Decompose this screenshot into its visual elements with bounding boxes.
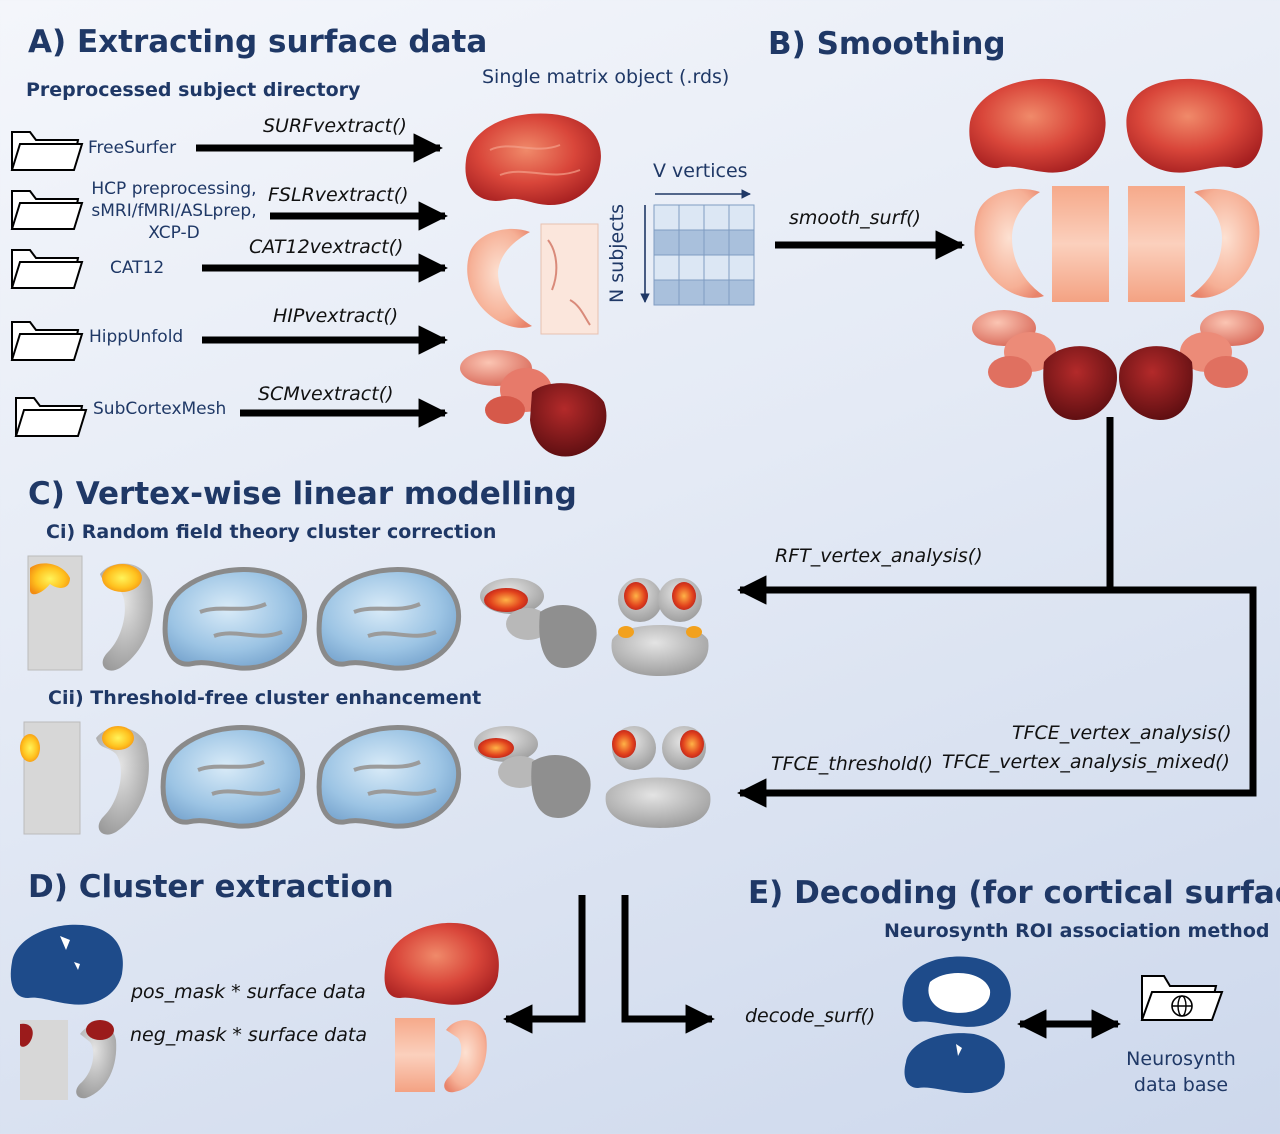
folder-label-freesurfer: FreeSurfer bbox=[88, 138, 176, 158]
function-surfvextract: SURFvextract() bbox=[263, 115, 407, 137]
function-rft-vertex-analysis: RFT_vertex_analysis() bbox=[775, 545, 983, 567]
function-tfce-threshold: TFCE_threshold() bbox=[771, 753, 933, 775]
globe-folder-icon bbox=[1142, 976, 1222, 1020]
pos-mask-cortex bbox=[11, 925, 123, 1005]
function-scmvextract: SCMvextract() bbox=[258, 383, 394, 405]
folder-icon bbox=[12, 191, 82, 229]
tfce-flatmap bbox=[20, 722, 80, 834]
function-smooth-surf: smooth_surf() bbox=[789, 207, 921, 229]
rft-flatmap bbox=[28, 556, 82, 670]
section-d-title: D) Cluster extraction bbox=[28, 869, 394, 905]
matrix-cell bbox=[729, 230, 754, 255]
rft-subcortex-top bbox=[611, 578, 708, 676]
smoothed-hippocampus-left bbox=[975, 189, 1044, 298]
smoothed-flatmap-left bbox=[1052, 186, 1109, 302]
matrix-cell bbox=[729, 205, 754, 230]
section-b-title: B) Smoothing bbox=[768, 26, 1006, 62]
neg-mask-hippocampus bbox=[76, 1020, 116, 1098]
function-tfce-vertex-analysis: TFCE_vertex_analysis() bbox=[1012, 722, 1232, 744]
function-cat12vextract: CAT12vextract() bbox=[249, 236, 403, 258]
smoothed-subcortex-left bbox=[972, 310, 1117, 420]
neg-mask-result-flatmap bbox=[395, 1018, 435, 1092]
cortex-surface-red bbox=[465, 113, 600, 205]
directory-label: Preprocessed subject directory bbox=[26, 79, 360, 101]
matrix-cell bbox=[654, 230, 679, 255]
folder-label-cat12: CAT12 bbox=[110, 258, 164, 278]
tfce-cortex-left bbox=[163, 727, 302, 826]
matrix-cell bbox=[654, 280, 679, 305]
neg-mask-flatmap bbox=[20, 1020, 68, 1100]
pos-mask-label: pos_mask * surface data bbox=[131, 981, 366, 1003]
folder-icon bbox=[12, 250, 82, 288]
rft-subcortex-side bbox=[480, 578, 597, 668]
subcortex-surface bbox=[460, 350, 606, 457]
rft-cortex-left bbox=[165, 569, 304, 668]
function-tfce-vertex-analysis-mixed: TFCE_vertex_analysis_mixed() bbox=[942, 751, 1230, 773]
neurosynth-method-label: Neurosynth ROI association method bbox=[884, 920, 1269, 942]
tfce-subcortex-side bbox=[474, 726, 591, 818]
matrix-cell bbox=[704, 205, 729, 230]
hippocampus-surface-peach bbox=[467, 229, 532, 328]
folder-icon bbox=[16, 398, 86, 436]
smoothed-cortex-right bbox=[1126, 79, 1262, 173]
section-e-title: E) Decoding (for cortical surface) bbox=[748, 875, 1280, 911]
pos-mask-result-cortex bbox=[385, 923, 499, 1005]
matrix-rows-label: N subjects bbox=[606, 204, 628, 303]
matrix-cell bbox=[679, 205, 704, 230]
decoded-cortex-bottom bbox=[905, 1033, 1005, 1093]
hippocampus-flatmap bbox=[541, 224, 598, 334]
neurosynth-database-label: Neurosynth data base bbox=[1116, 1046, 1246, 1098]
matrix-cell bbox=[679, 255, 704, 280]
matrix-cell bbox=[729, 255, 754, 280]
matrix-cell bbox=[704, 255, 729, 280]
matrix-cell bbox=[654, 255, 679, 280]
matrix-cell bbox=[679, 230, 704, 255]
tfce-cortex-right bbox=[319, 727, 458, 826]
folder-icons bbox=[12, 132, 86, 436]
folder-label-hippunfold: HippUnfold bbox=[89, 327, 183, 347]
smoothed-hippocampus-right bbox=[1190, 189, 1259, 298]
folder-label-subcortexmesh: SubCortexMesh bbox=[93, 399, 226, 419]
neg-mask-label: neg_mask * surface data bbox=[130, 1024, 367, 1046]
section-cii-title: Cii) Threshold-free cluster enhancement bbox=[48, 687, 481, 709]
function-hipvextract: HIPvextract() bbox=[273, 305, 398, 327]
function-fslrvextract: FSLRvextract() bbox=[268, 184, 409, 206]
tfce-hippocampus bbox=[96, 726, 149, 835]
section-c-title: C) Vertex-wise linear modelling bbox=[28, 476, 577, 512]
matrix-cell bbox=[654, 205, 679, 230]
rft-hippocampus bbox=[100, 563, 153, 670]
section-ci-title: Ci) Random field theory cluster correcti… bbox=[46, 521, 496, 543]
folder-label-hcp: HCP preprocessing, sMRI/fMRI/ASLprep, XC… bbox=[86, 178, 262, 244]
data-matrix bbox=[645, 194, 754, 305]
matrix-cell bbox=[704, 280, 729, 305]
matrix-cell bbox=[679, 280, 704, 305]
neg-mask-result-hippocampus bbox=[444, 1020, 487, 1092]
rft-cortex-right bbox=[319, 569, 458, 668]
matrix-cell bbox=[729, 280, 754, 305]
smoothed-flatmap-right bbox=[1128, 186, 1185, 302]
decoded-cortex-top bbox=[903, 956, 1011, 1026]
matrix-cell bbox=[704, 230, 729, 255]
matrix-columns-label: V vertices bbox=[653, 160, 748, 182]
tfce-subcortex-top bbox=[606, 726, 711, 828]
cluster-connectors bbox=[506, 895, 712, 1019]
section-a-title: A) Extracting surface data bbox=[28, 24, 487, 60]
folder-icon bbox=[12, 322, 82, 360]
smoothed-subcortex-right bbox=[1119, 310, 1264, 420]
smoothed-cortex-left bbox=[969, 79, 1105, 173]
function-decode-surf: decode_surf() bbox=[745, 1005, 875, 1027]
folder-icon bbox=[12, 132, 82, 170]
matrix-object-label: Single matrix object (.rds) bbox=[482, 66, 729, 88]
